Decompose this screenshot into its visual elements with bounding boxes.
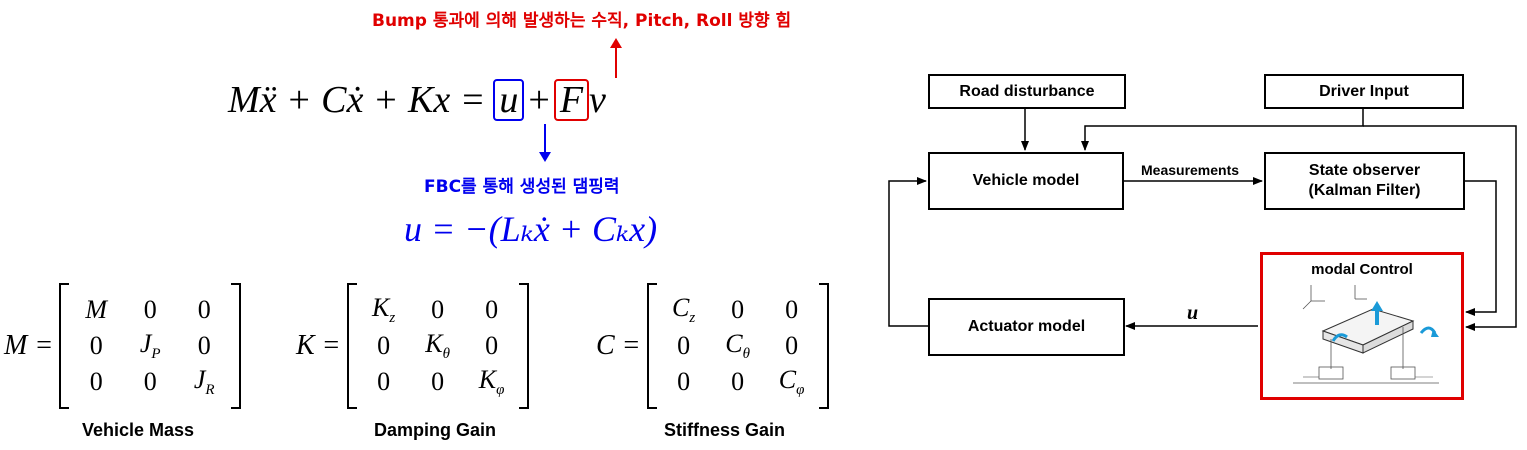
equation-of-motion: Mẍ + Cẋ + Kx = u + F v <box>228 78 606 122</box>
vehicle-body-sketch-icon <box>1293 285 1439 384</box>
bracket-left <box>346 283 357 409</box>
cell: 0 <box>377 367 391 396</box>
mass-matrix-cells: M 0 0 0 JP 0 0 0 JR <box>69 292 231 400</box>
cell: 0 <box>677 367 691 396</box>
eom-u: u <box>499 79 519 121</box>
stiffness-caption: Stiffness Gain <box>664 420 786 440</box>
cell: 0 <box>377 331 391 360</box>
state-observer-block: State observer (Kalman Filter) <box>1264 152 1465 210</box>
cell: 0 <box>89 331 103 360</box>
vehicle-model-block: Vehicle model <box>928 152 1124 210</box>
cell: 0 <box>197 295 211 324</box>
cell: 0 <box>431 367 445 396</box>
cell: 0 <box>785 331 799 360</box>
cell: Cθ <box>725 328 750 363</box>
cell: JP <box>139 328 161 363</box>
mass-matrix: M = M 0 0 0 JP 0 0 0 JR <box>4 283 242 409</box>
bracket-right <box>231 283 242 409</box>
mass-matrix-lhs: M = <box>4 330 54 361</box>
bracket-right <box>818 283 829 409</box>
bracket-left <box>646 283 657 409</box>
blue-arrow-down-icon <box>539 124 551 162</box>
eom-u-term: u <box>493 79 525 121</box>
cell: JR <box>193 364 215 399</box>
eom-F: F <box>559 79 584 121</box>
u-signal-label: u <box>1187 302 1199 324</box>
cell: Kφ <box>478 364 505 399</box>
force-annotation: Bump 통과에 의해 발생하는 수직, Pitch, Roll 방향 힘 <box>372 11 792 31</box>
state-observer-line2: (Kalman Filter) <box>1308 182 1421 199</box>
state-observer-line1: State observer <box>1308 162 1421 179</box>
damping-matrix-cells: Kz 0 0 0 Kθ 0 0 0 Kφ <box>357 292 519 400</box>
red-arrow-up-icon <box>610 38 622 78</box>
cell: 0 <box>431 295 445 324</box>
modal-control-title: modal Control <box>1311 261 1413 278</box>
cell: 0 <box>89 367 103 396</box>
cell: 0 <box>677 331 691 360</box>
cell: 0 <box>197 331 211 360</box>
mass-caption: Vehicle Mass <box>82 420 195 440</box>
modal-control-block: modal Control <box>1260 252 1464 400</box>
cell: Kθ <box>425 328 450 363</box>
control-law: u = −(Lₖẋ + Cₖx) <box>404 209 658 249</box>
eom-f-term: F <box>553 79 590 121</box>
driver-input-block: Driver Input <box>1264 74 1464 109</box>
bracket-right <box>518 283 529 409</box>
damping-matrix: K = Kz 0 0 0 Kθ 0 0 0 Kφ <box>296 283 529 409</box>
cell: 0 <box>731 367 745 396</box>
measurements-label: Measurements <box>1141 162 1240 178</box>
damping-force-annotation: FBC를 통해 생성된 댐핑력 <box>424 177 620 197</box>
cell: Cz <box>671 292 696 327</box>
eom-lhs: Mẍ + Cẋ + Kx = <box>228 79 486 121</box>
road-disturbance-block: Road disturbance <box>928 74 1126 109</box>
cell: 0 <box>485 295 499 324</box>
stiffness-matrix: C = Cz 0 0 0 Cθ 0 0 0 Cφ <box>596 283 829 409</box>
cell: Cφ <box>778 364 805 399</box>
damping-caption: Damping Gain <box>374 420 497 440</box>
eom-plus: + <box>528 79 550 121</box>
cell: 0 <box>143 367 157 396</box>
cell: 0 <box>143 295 157 324</box>
damping-matrix-lhs: K = <box>296 330 341 361</box>
bracket-left <box>59 283 70 409</box>
eom-v: v <box>589 79 606 121</box>
cell: 0 <box>785 295 799 324</box>
actuator-model-block: Actuator model <box>928 298 1125 356</box>
stiffness-matrix-lhs: C = <box>596 330 641 361</box>
cell: 0 <box>731 295 745 324</box>
cell: 0 <box>485 331 499 360</box>
cell: Kz <box>371 292 396 327</box>
cell: M <box>85 295 108 324</box>
stiffness-matrix-cells: Cz 0 0 0 Cθ 0 0 0 Cφ <box>657 292 819 400</box>
